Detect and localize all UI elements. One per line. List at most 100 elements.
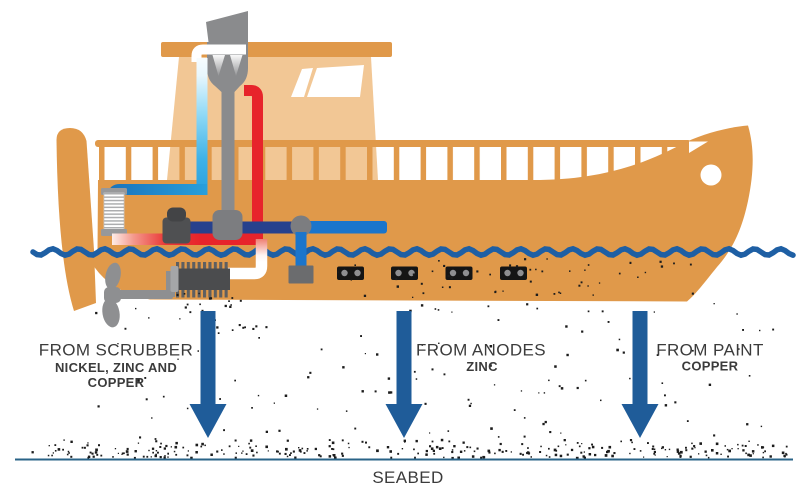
- metal-particle: [558, 385, 561, 388]
- metal-particle: [81, 446, 84, 449]
- label-from-anodes-title: FROM ANODES: [416, 341, 546, 360]
- metal-particle: [197, 350, 199, 352]
- metal-particle: [415, 378, 418, 380]
- metal-particle: [578, 445, 581, 448]
- metal-particle: [654, 454, 656, 456]
- metal-particle: [91, 452, 94, 455]
- metal-particle: [228, 445, 231, 448]
- metal-particle: [95, 311, 98, 315]
- metal-particle: [546, 258, 548, 260]
- metal-particle: [234, 379, 236, 382]
- pump-cap: [167, 207, 186, 222]
- discharge-arrows: [189, 311, 659, 438]
- metal-particle: [177, 358, 179, 360]
- metal-particle: [618, 272, 621, 275]
- metal-particle: [580, 281, 583, 284]
- metal-particle: [186, 303, 189, 306]
- metal-particle: [429, 445, 432, 448]
- metal-particle: [738, 348, 740, 350]
- metal-particle: [422, 292, 425, 295]
- metal-particle: [676, 450, 680, 453]
- metal-particle: [265, 430, 268, 433]
- metal-particle: [526, 452, 529, 455]
- anode: [391, 266, 418, 280]
- stern-transom: [56, 128, 96, 311]
- metal-particle: [390, 391, 393, 394]
- metal-particle: [231, 329, 234, 331]
- metal-particle: [728, 449, 731, 453]
- metal-particle: [328, 445, 331, 448]
- metal-particle: [520, 390, 523, 392]
- metal-particle: [96, 453, 99, 456]
- metal-particle: [737, 448, 739, 450]
- metal-particle: [529, 280, 532, 283]
- metal-particle: [123, 452, 125, 455]
- metal-particle: [139, 436, 142, 439]
- metal-particle: [354, 264, 356, 266]
- metal-particle: [565, 325, 568, 328]
- metal-particle: [242, 326, 245, 329]
- metal-particle: [320, 348, 323, 351]
- metal-particle: [652, 445, 655, 448]
- metal-particle: [540, 445, 542, 448]
- metal-particle: [613, 452, 616, 455]
- label-from-scrubber-metals-2: COPPER: [88, 375, 145, 390]
- metal-particle: [592, 294, 594, 296]
- metal-particle: [363, 294, 367, 297]
- metal-particle: [576, 386, 579, 390]
- metal-particle: [224, 304, 227, 308]
- metal-particle: [239, 299, 242, 302]
- metal-particle: [216, 450, 219, 453]
- metal-particle: [244, 326, 246, 329]
- metal-particle: [235, 452, 237, 454]
- metal-particle: [175, 453, 178, 456]
- metal-particle: [417, 452, 419, 455]
- metal-particle: [772, 328, 775, 331]
- metal-particle: [361, 440, 364, 443]
- metal-particle: [535, 293, 539, 296]
- metal-particle: [221, 449, 223, 451]
- anode: [337, 266, 364, 280]
- metal-particle: [558, 291, 560, 294]
- metal-particle: [286, 439, 289, 442]
- metal-particle: [258, 337, 260, 339]
- metal-particle: [348, 446, 350, 449]
- metal-particle: [249, 446, 252, 449]
- metal-particle: [332, 448, 335, 451]
- metal-particle: [515, 265, 519, 268]
- metal-particle: [195, 451, 198, 454]
- metal-particle: [563, 439, 566, 442]
- metal-particle: [530, 456, 532, 458]
- metal-particle: [228, 300, 230, 302]
- metal-particle: [86, 444, 89, 447]
- metal-particle: [560, 432, 562, 434]
- metal-particle: [760, 425, 763, 428]
- metal-particle: [548, 447, 550, 450]
- metal-particle: [159, 456, 162, 459]
- metal-particle: [554, 365, 557, 368]
- metal-particle: [580, 451, 583, 454]
- metal-particle: [425, 449, 428, 453]
- metal-particle: [386, 446, 390, 449]
- metal-particle: [217, 332, 220, 334]
- metal-particle: [430, 447, 434, 450]
- metal-particle: [608, 445, 612, 449]
- metal-particle: [409, 309, 412, 313]
- metal-particle: [292, 450, 295, 453]
- metal-particle: [541, 270, 544, 273]
- metal-particle: [201, 309, 204, 312]
- metal-particle: [70, 440, 73, 443]
- metal-particle: [591, 445, 595, 449]
- metal-particle: [425, 453, 428, 456]
- metal-particle: [569, 270, 571, 272]
- metal-particle: [176, 293, 179, 296]
- metal-particle: [543, 392, 546, 394]
- metal-particle: [459, 450, 463, 453]
- metal-particle: [559, 292, 562, 294]
- metal-particle: [470, 402, 472, 405]
- metal-particle: [764, 450, 766, 453]
- metal-particle: [554, 453, 558, 457]
- overboard-outlet-box: [288, 265, 314, 284]
- metal-particle: [656, 354, 659, 356]
- propeller-blade-bottom: [102, 298, 120, 328]
